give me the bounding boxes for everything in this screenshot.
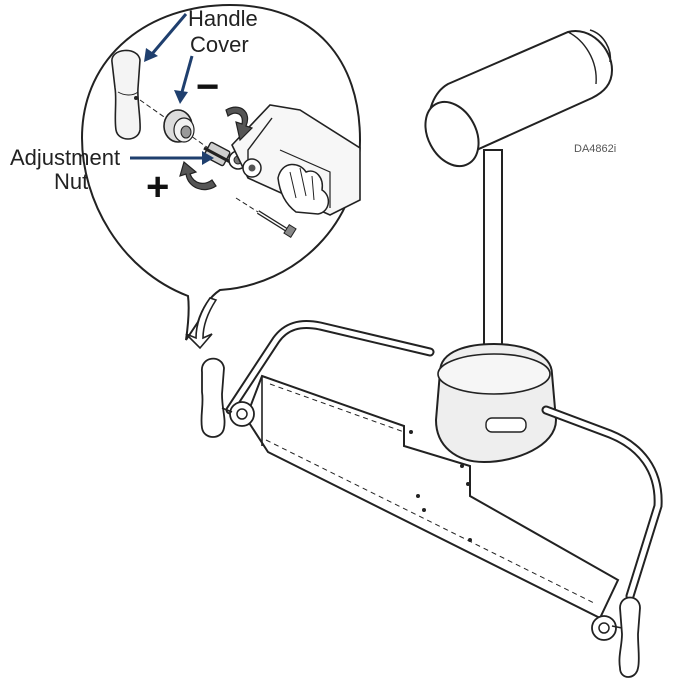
frame-plate: [244, 374, 620, 620]
drawing-code: DA4862i: [574, 143, 616, 155]
label-handle: Handle: [188, 6, 258, 31]
handle-detail: [111, 49, 141, 140]
label-nut: Nut: [54, 169, 88, 194]
backrest-pad: [424, 29, 614, 168]
base-hub: [434, 342, 558, 464]
frame-bracket-detail: [231, 104, 361, 216]
zoom-callout: [80, 3, 362, 350]
label-cover: Cover: [190, 32, 249, 57]
right-handle: [591, 596, 641, 678]
bolt-part: [235, 197, 297, 239]
plus-symbol: +: [146, 165, 169, 209]
minus-symbol: −: [196, 65, 219, 109]
tubular-side-frame: [225, 320, 663, 601]
handle-cover-part: [163, 109, 195, 143]
hand-detail: [277, 163, 330, 215]
rotation-arrow-tighten-icon: [179, 160, 217, 191]
support-post: [483, 149, 503, 377]
left-handle: [200, 357, 255, 438]
label-adjustment: Adjustment: [10, 145, 120, 170]
callout-pointer-arrow: [185, 297, 218, 350]
label-pointer-arrows: [130, 13, 214, 165]
rotation-arrow-loosen-icon: [225, 106, 254, 142]
